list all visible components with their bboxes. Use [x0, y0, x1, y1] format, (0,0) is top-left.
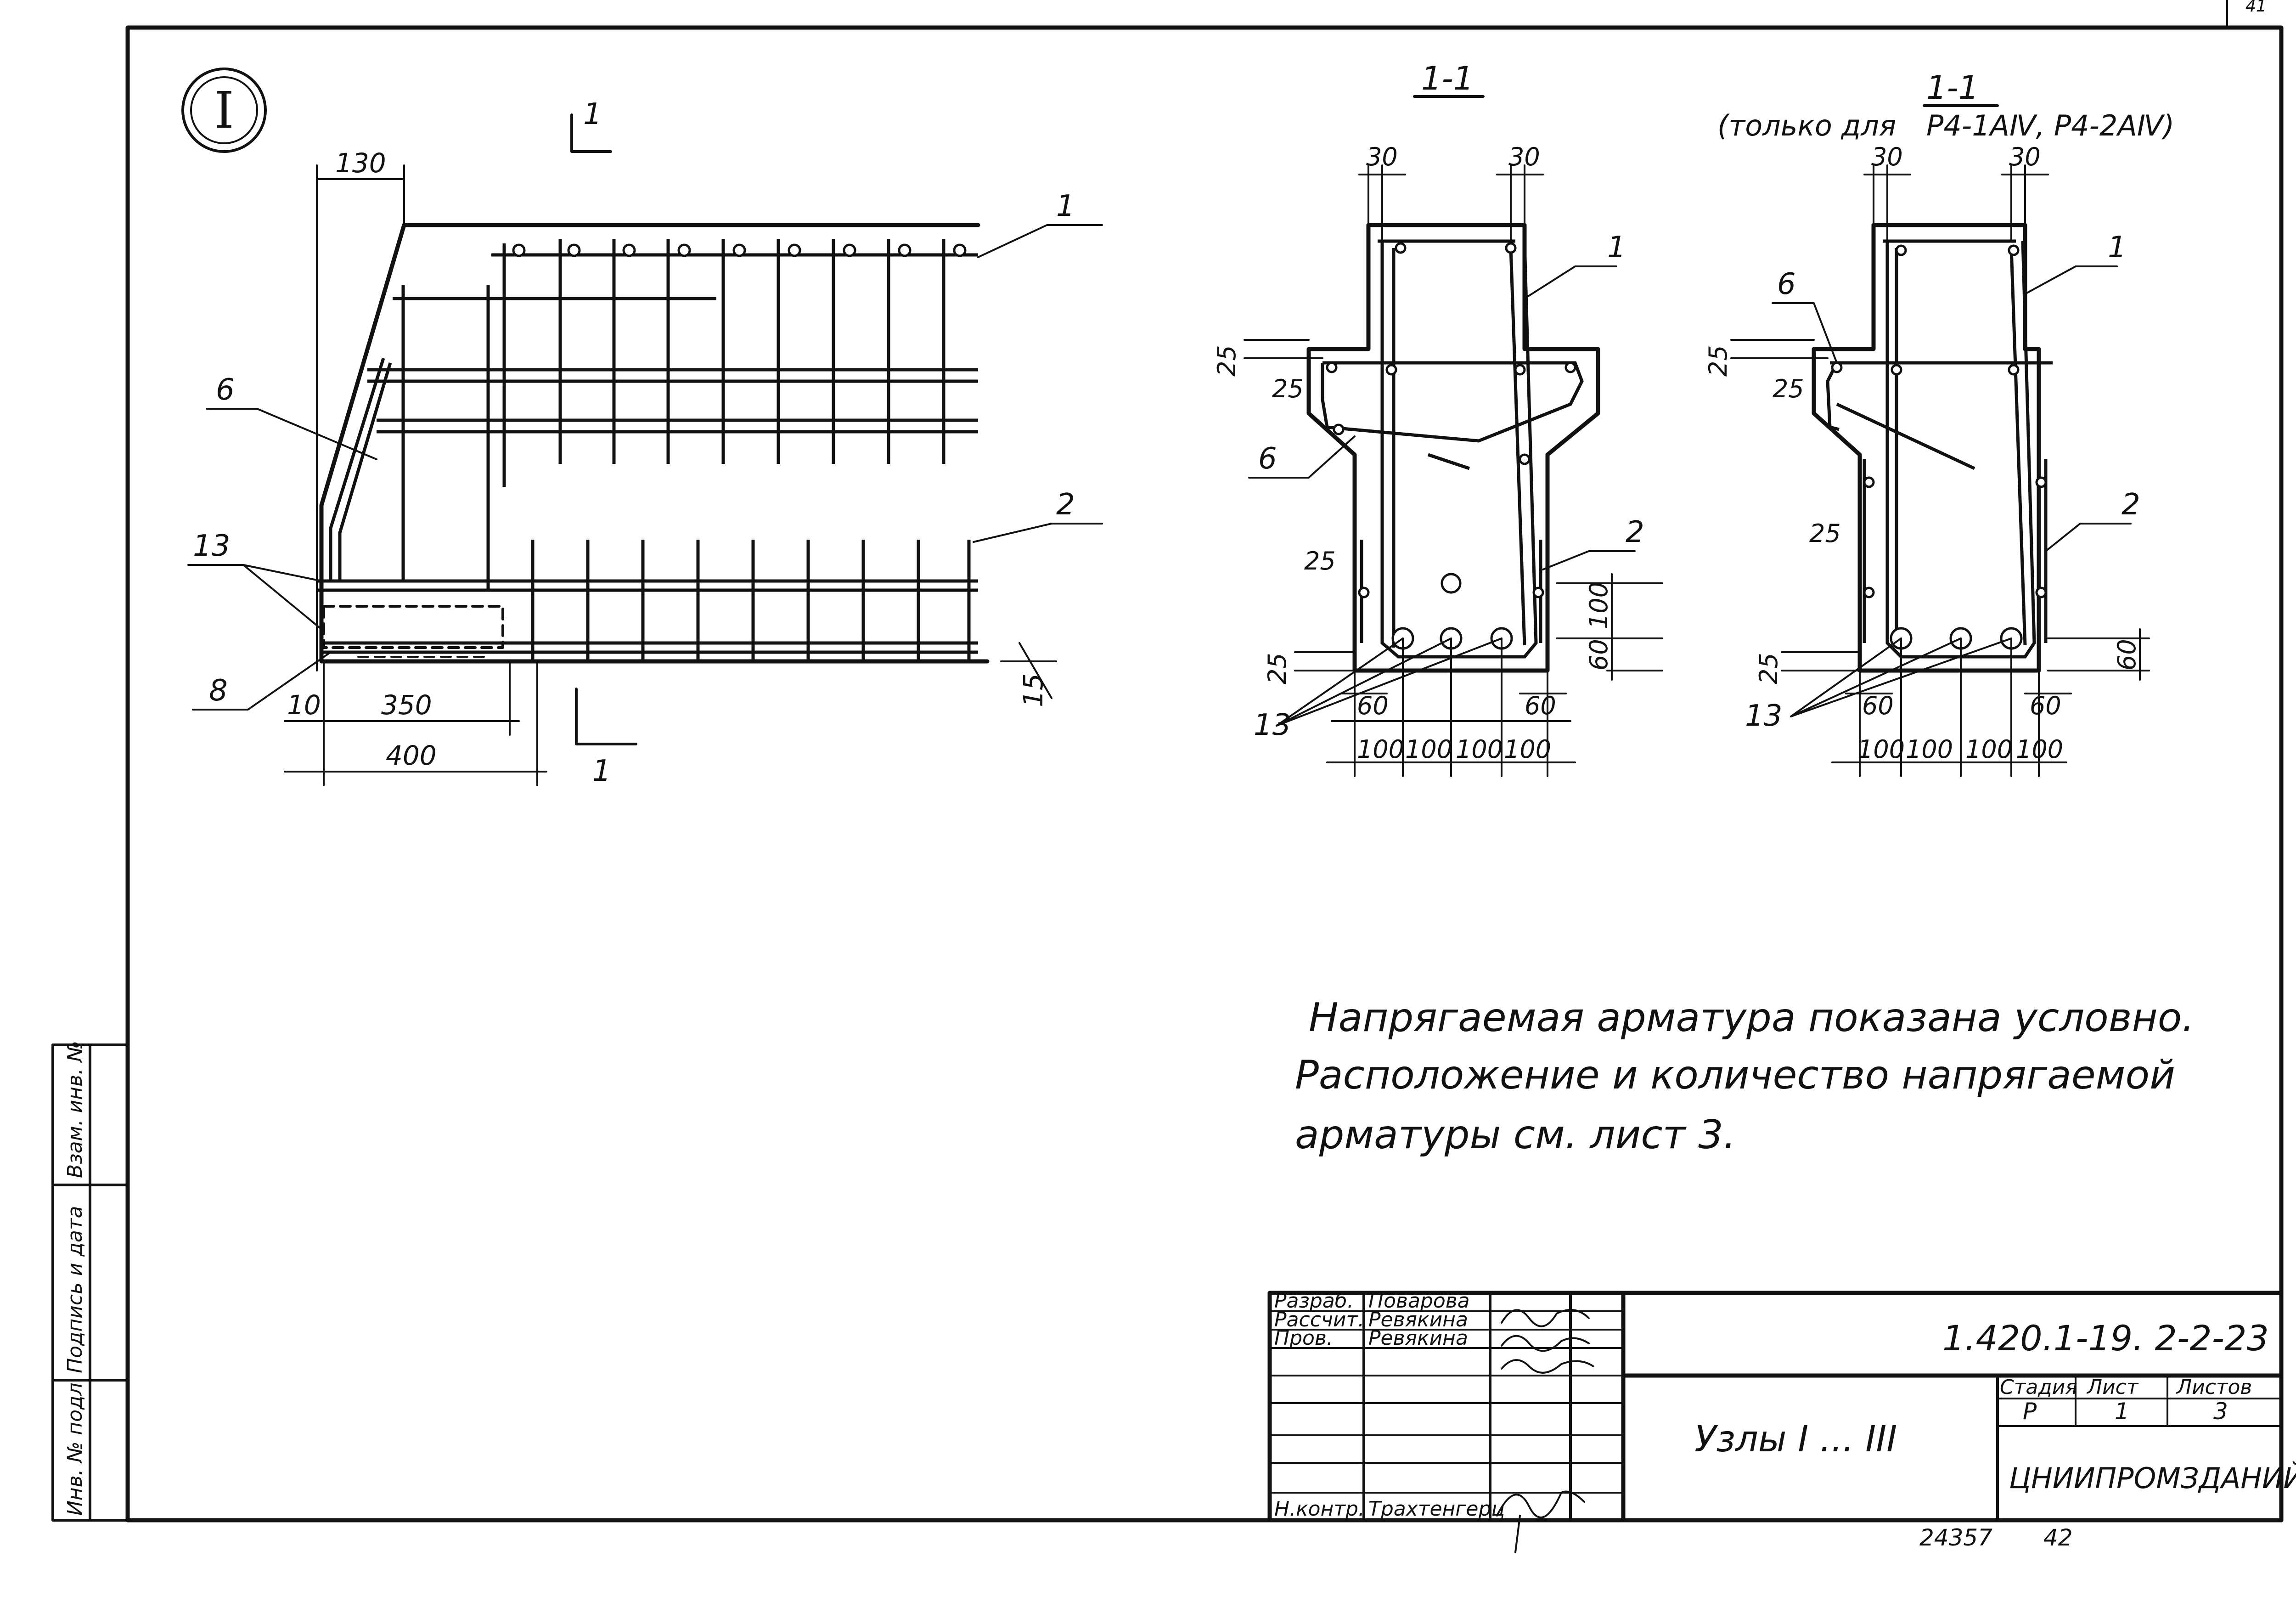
- tb-stage-label: Стадия: [2000, 1376, 2077, 1399]
- tb-sheets: 3: [2213, 1398, 2228, 1425]
- section-a-dim-25b: 25: [1272, 374, 1304, 403]
- elev-dim-10: 10: [287, 689, 321, 721]
- section-b-dim-25b: 25: [1773, 374, 1804, 403]
- tb-organization: ЦНИИПРОМЗДАНИЙ: [2009, 1461, 2296, 1495]
- tb-name-2: Ревякина: [1368, 1308, 1468, 1331]
- elevation-view: [187, 113, 1103, 786]
- node-label: I: [214, 81, 234, 140]
- section-b-callout-6: 6: [1777, 267, 1796, 301]
- section-a-dim-100b: 100: [1405, 735, 1452, 764]
- elev-section-mark-top: 1: [583, 97, 602, 131]
- section-b-dim-100b: 100: [1906, 735, 1953, 764]
- section-a-dim-25d: 25: [1263, 653, 1292, 684]
- bottom-code-right: 42: [2043, 1524, 2073, 1551]
- section-b: [1730, 104, 2150, 777]
- signature-4: [1496, 1490, 1585, 1553]
- section-a-dim-60c: 60: [1584, 639, 1613, 671]
- title-block: [1267, 1291, 2284, 1553]
- elev-callout-1: 1: [1056, 189, 1075, 223]
- section-b-callout-13: 13: [1745, 699, 1782, 733]
- node-label-circle: [181, 68, 267, 153]
- section-b-dim-100c: 100: [1965, 735, 2013, 764]
- elev-dim-130: 130: [335, 147, 386, 179]
- page-number: 41: [2245, 0, 2267, 16]
- note-line-3: арматуры см. лист 3.: [1295, 1112, 1736, 1158]
- section-a-title: 1-1: [1421, 60, 1474, 97]
- tb-name-1: Поварова: [1368, 1289, 1470, 1313]
- section-a-callout-6: 6: [1258, 442, 1277, 476]
- section-a-dim-30b: 30: [1508, 142, 1540, 171]
- tb-sheet: 1: [2115, 1398, 2129, 1425]
- elev-section-mark-bottom: 1: [592, 754, 611, 788]
- elev-callout-13: 13: [193, 529, 230, 563]
- tb-sheet-label: Лист: [2086, 1376, 2139, 1399]
- tb-role-3: Пров.: [1274, 1326, 1333, 1350]
- section-b-dim-25d: 25: [1754, 653, 1783, 684]
- section-a-dim-100c: 100: [1456, 735, 1503, 764]
- section-a-dim-30a: 30: [1366, 142, 1398, 171]
- section-a-callout-13: 13: [1254, 708, 1291, 742]
- signature-1: [1501, 1309, 1590, 1327]
- section-b-callout-1: 1: [2108, 231, 2127, 265]
- tb-sheets-label: Листов: [2176, 1376, 2252, 1399]
- elev-callout-2: 2: [1056, 488, 1075, 522]
- section-a-dim-100d: 100: [1504, 735, 1551, 764]
- section-b-title: 1-1: [1926, 69, 1979, 107]
- section-b-dim-60b: 60: [2030, 691, 2061, 720]
- elev-dim-15: 15: [1018, 673, 1049, 707]
- section-a-callout-2: 2: [1626, 515, 1644, 549]
- section-b-note-marks: Р4-1АⅣ, Р4-2АⅣ): [1926, 109, 2174, 142]
- section-b-dim-25c: 25: [1809, 519, 1841, 548]
- tb-name-7: Трахтенгерц: [1368, 1497, 1505, 1521]
- section-b-dim-30b: 30: [2009, 142, 2041, 171]
- signature-2: [1501, 1335, 1590, 1352]
- tb-name-3: Ревякина: [1368, 1326, 1468, 1350]
- side-stamp-inv: Инв. № подл.: [63, 1376, 87, 1516]
- section-a-dim-100a: 100: [1357, 735, 1404, 764]
- side-stamp: Инв. № подл. Подпись и дата Взам. инв. №: [63, 1041, 87, 1516]
- tb-designation: 1.420.1-19. 2-2-23: [1942, 1318, 2269, 1359]
- section-a-dim-60a: 60: [1357, 691, 1389, 720]
- section-a-dim-25c: 25: [1304, 547, 1336, 575]
- side-stamp-replace: Взам. инв. №: [63, 1041, 87, 1178]
- sheet-frame: [51, 0, 2284, 1523]
- elev-callout-6: 6: [216, 373, 235, 407]
- side-stamp-sign: Подпись и дата: [63, 1206, 87, 1373]
- section-b-note-prefix: (только для: [1717, 109, 1896, 142]
- section-b-dim-30a: 30: [1871, 142, 1903, 171]
- elev-dim-400: 400: [386, 740, 437, 771]
- note-line-2: Расположение и количество напрягаемой: [1295, 1052, 2175, 1098]
- tb-stage: Р: [2023, 1398, 2037, 1425]
- bottom-code-left: 24357: [1919, 1524, 1992, 1551]
- elev-callout-8: 8: [209, 674, 228, 708]
- section-b-dim-100a: 100: [1857, 735, 1905, 764]
- tb-role-7: Н.контр.: [1274, 1497, 1365, 1521]
- section-a-dim-60b: 60: [1525, 691, 1556, 720]
- elev-dim-350: 350: [381, 689, 432, 721]
- section-b-dim-60a: 60: [1862, 691, 1894, 720]
- note-line-1: Напрягаемая арматура показана условно.: [1309, 995, 2195, 1041]
- section-b-dim-60c: 60: [2112, 639, 2141, 671]
- tb-title: Узлы I ... III: [1694, 1419, 1897, 1460]
- upper-stirrups: [401, 239, 945, 590]
- section-b-dim-25a: 25: [1704, 345, 1733, 377]
- section-b-dim-100d: 100: [2016, 735, 2063, 764]
- section-b-callout-2: 2: [2122, 488, 2140, 522]
- signature-3: [1501, 1359, 1594, 1374]
- tb-role-2: Рассчит.: [1274, 1308, 1364, 1331]
- section-a-callout-1: 1: [1607, 231, 1626, 265]
- tb-role-1: Разраб.: [1274, 1289, 1354, 1313]
- section-a: [1244, 95, 1663, 777]
- section-a-dim-25a: 25: [1212, 345, 1241, 377]
- section-a-dim-100v: 100: [1584, 582, 1613, 629]
- lower-stirrups: [531, 540, 971, 661]
